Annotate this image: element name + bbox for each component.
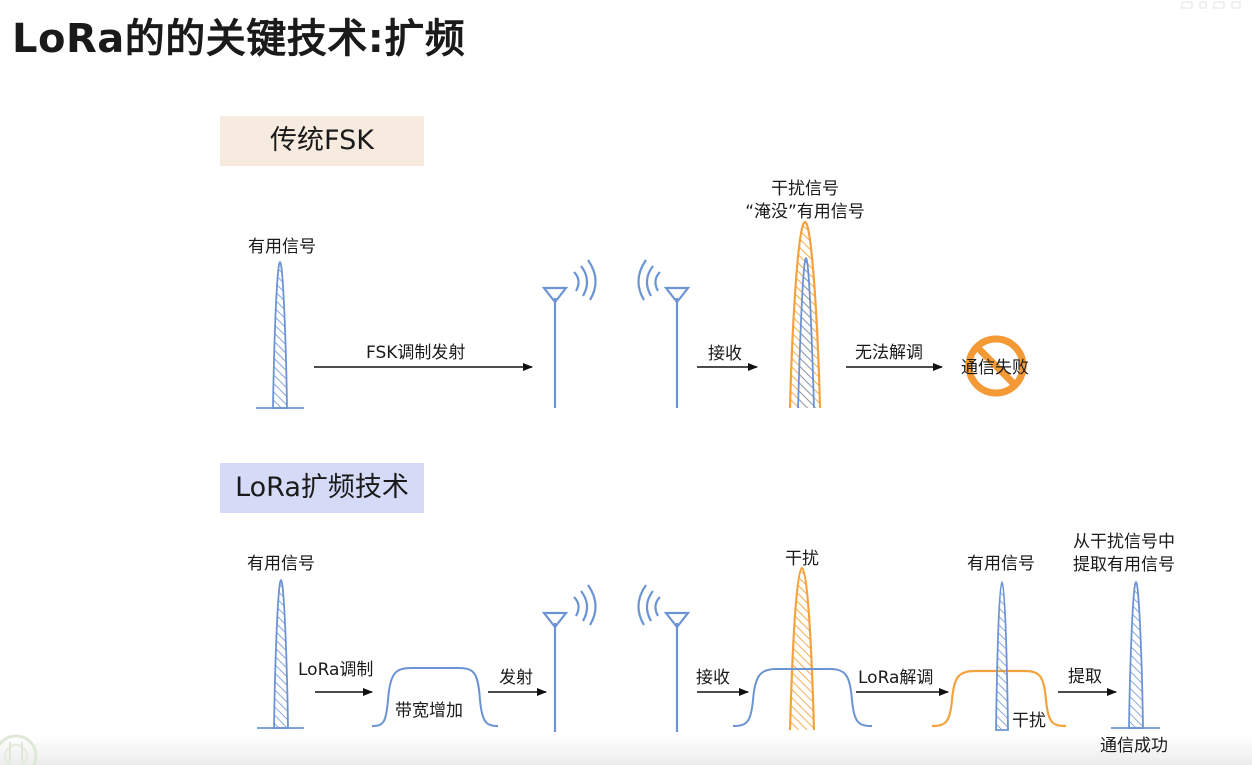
section-label-lora: LoRa扩频技术 (220, 463, 424, 513)
corner-logo-icon (0, 734, 38, 765)
lora-despread-interference-label: 干扰 (1012, 711, 1046, 731)
lora-despread-signal (931, 581, 1067, 731)
lora-bandwidth-label: 带宽增加 (395, 701, 463, 721)
fsk-rx-antenna-icon (637, 259, 691, 408)
fsk-tx-antenna-icon (541, 259, 597, 408)
fsk-cannot-demod-label: 无法解调 (855, 343, 923, 363)
lora-interference-label: 干扰 (785, 549, 819, 569)
lora-extract-desc-2: 提取有用信号 (1073, 555, 1175, 575)
lora-extract-label: 提取 (1068, 667, 1102, 687)
page-title: LoRa的的关键技术:扩频 (12, 16, 466, 62)
lora-useful-signal-label: 有用信号 (247, 554, 315, 574)
lora-spread-signal (371, 667, 499, 727)
lora-receive-label: 接收 (696, 668, 730, 688)
lora-tx-antenna-icon (541, 584, 597, 732)
lora-extract-desc-1: 从干扰信号中 (1073, 532, 1175, 552)
bottom-bar (0, 736, 1252, 765)
fsk-interference-signal (788, 220, 822, 409)
fsk-useful-signal-label: 有用信号 (248, 237, 316, 257)
lora-demod-label: LoRa解调 (858, 668, 934, 688)
lora-extracted-signal (1111, 581, 1160, 729)
fsk-interference-label: 干扰信号 (771, 179, 839, 199)
fsk-receive-label: 接收 (708, 344, 742, 364)
lora-useful-signal-spike (257, 579, 304, 729)
corner-controls-icon (1181, 1, 1241, 9)
fsk-tx-label: FSK调制发射 (366, 343, 466, 363)
lora-transmit-label: 发射 (499, 668, 533, 688)
lora-rx-antenna-icon (637, 584, 691, 732)
section-label-fsk: 传统FSK (220, 116, 424, 166)
lora-despread-useful-label: 有用信号 (967, 554, 1035, 574)
lora-success-label: 通信成功 (1100, 736, 1168, 756)
fsk-fail-label: 通信失败 (961, 358, 1029, 378)
lora-received-signal (732, 566, 873, 731)
no-entry-icon (965, 335, 1027, 397)
fsk-useful-signal-spike (256, 261, 304, 409)
lora-mod-label: LoRa调制 (298, 660, 374, 680)
fsk-overwhelm-label: “淹没”有用信号 (745, 202, 865, 222)
